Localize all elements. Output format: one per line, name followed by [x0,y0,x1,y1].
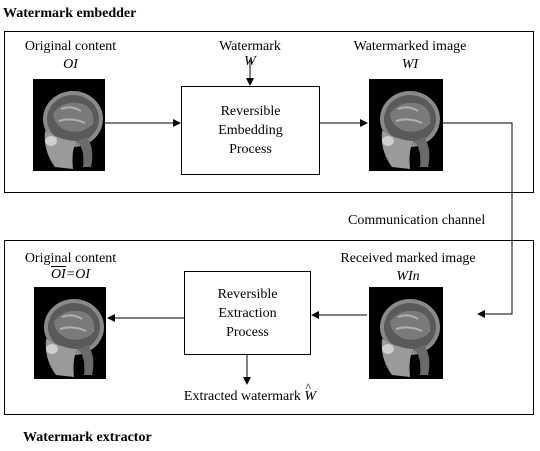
original-content-label: Original content [24,39,117,54]
extractor-panel [4,240,534,415]
recovered-original-image [34,287,106,379]
embedding-process-line3: Process [229,142,272,157]
extracted-watermark-label: Extracted watermark [183,389,301,404]
extraction-process-line2: Extraction [218,305,277,321]
original-content-symbol: OI [63,57,78,72]
communication-channel-path [443,122,513,318]
extractor-original-equation: OI=OI [3,266,138,283]
extraction-process-line3: Process [226,324,269,340]
hat-accent-icon: ^ [305,380,312,394]
extractor-original-label: Original content [24,251,117,266]
embedding-process-line1: Reversible [220,104,281,119]
watermarked-image [369,79,443,171]
extracted-watermark-letter: W [304,389,317,404]
received-marked-image [369,287,443,379]
extracted-watermark-caption: Extracted watermark ^W [150,380,350,405]
extractor-title: Watermark extractor [23,430,152,445]
extraction-process-line1: Reversible [217,286,278,302]
received-image-label: Received marked image [340,251,476,266]
extracted-watermark-symbol: ^W [304,380,317,405]
original-content-image [33,79,105,171]
watermarked-image-label: Watermarked image [353,39,467,54]
watermark-symbol: W [244,54,256,69]
embedder-panel [4,31,534,193]
extraction-process-box: Reversible Extraction Process [184,271,311,355]
received-image-symbol: WIn [396,269,420,284]
embedding-process-line2: Embedding [218,123,283,138]
embedder-title: Watermark embedder [3,6,137,21]
communication-channel-label: Communication channel [348,213,486,228]
watermarked-image-symbol: WI [401,57,419,72]
original-equality: =OI [65,267,90,282]
estimated-original-symbol: OI [50,266,66,282]
embedding-process-box: Reversible Embedding Process [181,86,320,175]
watermark-label: Watermark [219,39,281,54]
